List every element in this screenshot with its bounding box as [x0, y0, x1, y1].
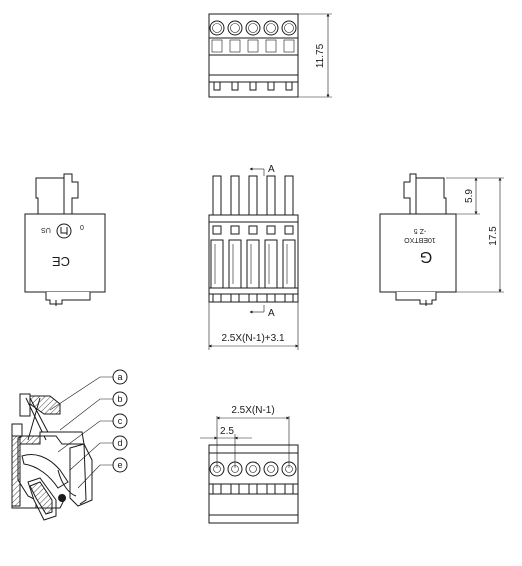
- bottom-tab-row: [212, 483, 294, 495]
- top-entry-circle: [281, 20, 297, 36]
- right-upper-dimension: 5.9: [464, 189, 475, 203]
- top-entry-inner: [212, 23, 222, 33]
- bottom-view: 2.5X(N-1) 2.5: [200, 405, 299, 524]
- front-width-dimension: 2.5X(N-1)+3.1: [221, 333, 285, 344]
- front-window: [212, 225, 222, 235]
- top-entry-slot: [265, 39, 277, 53]
- callout-circle: [112, 369, 128, 385]
- front-tooth: [284, 175, 294, 216]
- callout-circle: [112, 391, 128, 407]
- right-side-view: 10EBTXO -Z 5 G 5.9 17.5: [379, 173, 504, 306]
- top-entry-slot: [211, 39, 223, 53]
- bottom-tab: [284, 483, 294, 495]
- front-tooth: [230, 175, 240, 216]
- callout-leader: [49, 376, 113, 411]
- right-g-mark: G: [420, 248, 432, 265]
- right-code-line2: -Z 5: [414, 227, 427, 234]
- top-entry-circle: [209, 20, 225, 36]
- front-tooth: [266, 175, 276, 216]
- section-label-bottom: A: [268, 308, 275, 319]
- callout-circle: [112, 413, 128, 429]
- callout-labels: a b c d e: [49, 369, 128, 489]
- ul-logo-icon: [56, 223, 72, 239]
- top-entry-circle: [263, 20, 279, 36]
- front-bottom-pin: [284, 293, 294, 303]
- front-window: [284, 225, 294, 235]
- top-pin: [213, 81, 221, 91]
- front-bottom-pin: [266, 293, 276, 303]
- section-view: a b c d e: [11, 369, 128, 521]
- callout-leader: [77, 464, 113, 489]
- bottom-pin-circle: [245, 461, 261, 477]
- top-entry-inner: [248, 23, 258, 33]
- top-pin: [249, 81, 257, 91]
- callout-leader: [59, 398, 113, 431]
- bottom-tab: [212, 483, 222, 495]
- front-top-teeth: [212, 175, 294, 216]
- front-window: [248, 225, 258, 235]
- top-view: 11.75: [208, 13, 332, 98]
- callout-label-d: d: [117, 438, 122, 448]
- callout-circle: [112, 435, 128, 451]
- ce-mark: CE: [52, 254, 70, 269]
- front-slot: [264, 239, 278, 289]
- top-entry-circle: [227, 20, 243, 36]
- top-pin: [267, 81, 275, 91]
- top-wire-entries: [209, 20, 297, 53]
- front-bottom-pin: [212, 293, 222, 303]
- bottom-pin-inner: [267, 465, 275, 473]
- callout-label-b: b: [117, 394, 122, 404]
- top-pin: [285, 81, 293, 91]
- front-tooth: [248, 175, 258, 216]
- callout-leader: [57, 420, 113, 453]
- callout-circle: [112, 457, 128, 473]
- front-slot: [210, 239, 224, 289]
- front-square-windows: [212, 225, 294, 235]
- top-entry-slot: [283, 39, 295, 53]
- top-entry-slot: [247, 39, 259, 53]
- top-entry-inner: [230, 23, 240, 33]
- top-entry-slot: [229, 39, 241, 53]
- right-code-line1: 10EBTXO: [404, 236, 436, 243]
- bottom-tab: [248, 483, 258, 495]
- section-label-top: A: [268, 164, 275, 175]
- left-side-view: US 0 CE: [24, 173, 106, 306]
- top-entry-inner: [266, 23, 276, 33]
- bottom-span-dimension: 2.5X(N-1): [231, 405, 274, 416]
- right-total-dimension: 17.5: [488, 226, 499, 246]
- callout-leader: [69, 442, 113, 471]
- front-bottom-pin: [230, 293, 240, 303]
- front-tooth: [212, 175, 222, 216]
- top-pin-row: [213, 81, 293, 91]
- top-height-dimension: 11.75: [315, 43, 326, 68]
- bottom-tab: [266, 483, 276, 495]
- bottom-pin-circles: [209, 461, 297, 477]
- ul-mark-text: US: [41, 226, 51, 233]
- front-slot: [282, 239, 296, 289]
- top-pin: [231, 81, 239, 91]
- bottom-pin-circle: [263, 461, 279, 477]
- front-window: [266, 225, 276, 235]
- bottom-pin-inner: [249, 465, 257, 473]
- front-bottom-pin: [248, 293, 258, 303]
- callout-label-a: a: [117, 372, 122, 382]
- callout-label-e: e: [117, 460, 122, 470]
- ul-zero-text: 0: [80, 225, 84, 232]
- bottom-tab: [230, 483, 240, 495]
- front-window: [230, 225, 240, 235]
- top-entry-inner: [284, 23, 294, 33]
- front-slot: [228, 239, 242, 289]
- bottom-pitch-dimension: 2.5: [220, 426, 234, 437]
- front-view: A A 2.5X(N-1)+3.1: [208, 164, 299, 350]
- callout-label-c: c: [118, 416, 123, 426]
- top-entry-circle: [245, 20, 261, 36]
- front-slot: [246, 239, 260, 289]
